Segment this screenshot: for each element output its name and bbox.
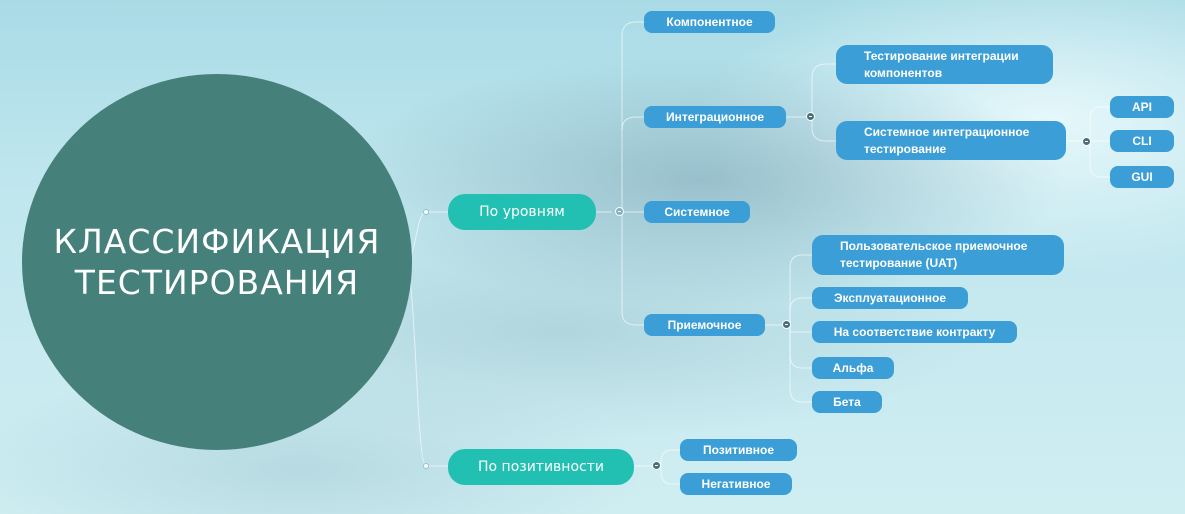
collapse-toggle-system-integration[interactable] [1082,137,1091,146]
collapse-toggle-acceptance[interactable] [782,320,791,329]
node-by-positivity[interactable]: По позитивности [448,449,634,485]
node-contract[interactable]: На соответствие контракту [812,321,1017,343]
node-system[interactable]: Системное [644,201,750,223]
node-uat[interactable]: Пользовательское приемочное тестирование… [812,235,1064,275]
node-acceptance[interactable]: Приемочное [644,314,765,336]
central-topic-line-1: КЛАССИФИКАЦИЯ [53,222,381,261]
central-topic: КЛАССИФИКАЦИЯ ТЕСТИРОВАНИЯ [22,74,412,450]
branch-joint-dot [423,463,429,469]
branch-joint-dot [423,209,429,215]
node-beta[interactable]: Бета [812,391,882,413]
node-api[interactable]: API [1110,96,1174,118]
node-cli[interactable]: CLI [1110,130,1174,152]
central-topic-line-2: ТЕСТИРОВАНИЯ [74,263,360,302]
node-negative[interactable]: Негативное [680,473,792,495]
node-operational[interactable]: Эксплуатационное [812,287,968,309]
node-gui[interactable]: GUI [1110,166,1174,188]
node-system-integration[interactable]: Системное интеграционное тестирование [836,121,1066,160]
node-alpha[interactable]: Альфа [812,357,894,379]
node-positive[interactable]: Позитивное [680,439,797,461]
node-component-integration[interactable]: Тестирование интеграции компонентов [836,45,1053,84]
collapse-toggle-integration[interactable] [806,112,815,121]
collapse-toggle-by-positivity[interactable] [652,461,661,470]
node-integration[interactable]: Интеграционное [644,106,786,128]
collapse-toggle-by-levels[interactable] [615,207,624,216]
node-component[interactable]: Компонентное [644,11,775,33]
node-by-levels[interactable]: По уровням [448,194,596,230]
